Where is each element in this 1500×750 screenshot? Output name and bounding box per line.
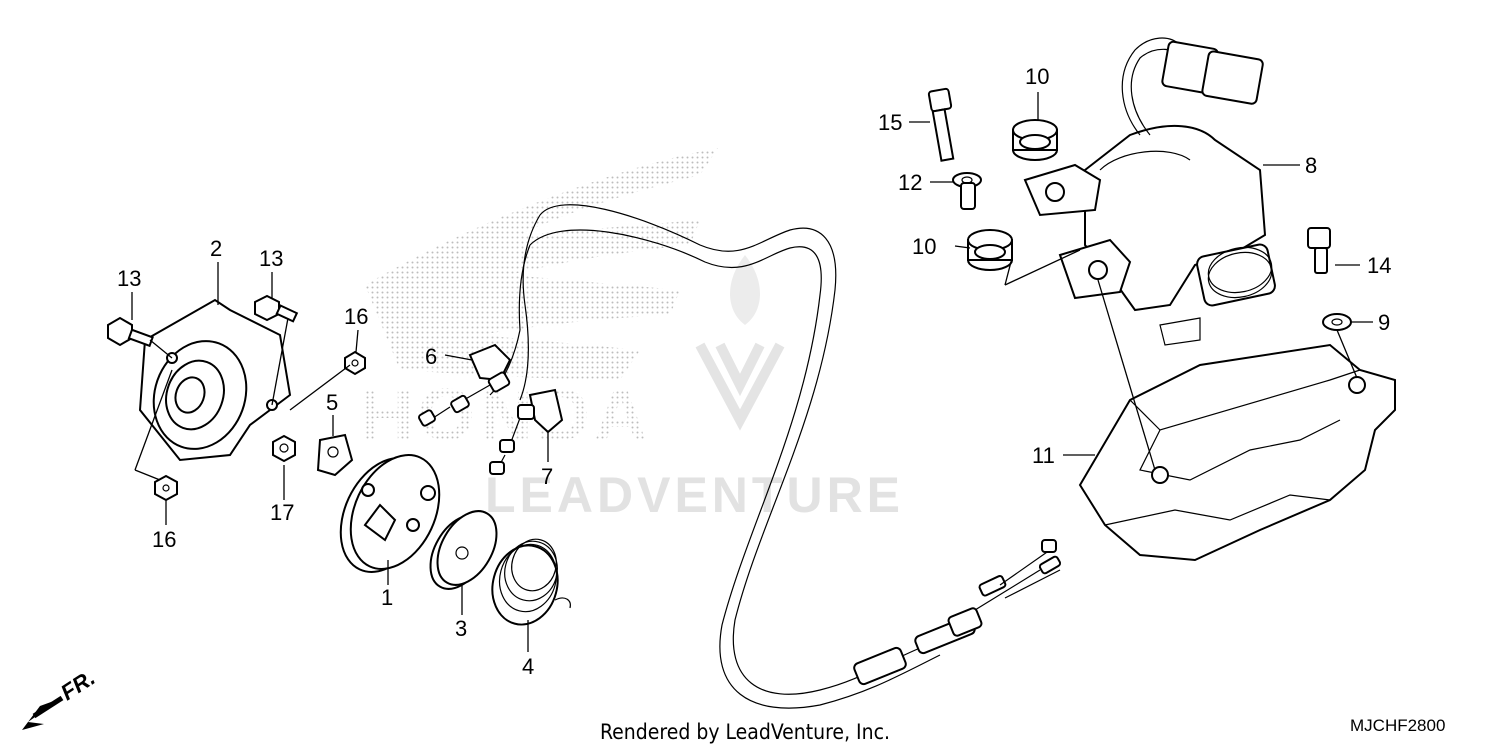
bolt-13-left — [107, 316, 154, 348]
diagram-code: MJCHF2800 — [1350, 716, 1445, 735]
callout-16-bottom: 16 — [152, 527, 176, 552]
part-7-cable-clamp — [489, 388, 564, 475]
leadventure-watermark: LEADVENTURE — [485, 255, 904, 523]
leader-lines — [131, 92, 1373, 652]
part-1-pulley — [339, 454, 441, 573]
callout-1: 1 — [381, 585, 393, 610]
callout-15: 15 — [878, 110, 902, 135]
front-indicator: FR. — [22, 665, 99, 730]
callout-12: 12 — [898, 170, 922, 195]
callout-7: 7 — [541, 464, 553, 489]
part-8-actuator — [1023, 37, 1276, 346]
part-3-disc — [429, 510, 498, 590]
nut-16-bottom — [154, 474, 178, 502]
throttle-cable — [489, 204, 1062, 709]
callout-17: 17 — [270, 500, 294, 525]
callout-13-left: 13 — [117, 266, 141, 291]
callout-8: 8 — [1305, 153, 1317, 178]
nut-17 — [272, 434, 296, 463]
bolt-13-right — [254, 294, 299, 323]
part-4-spring — [491, 538, 571, 626]
callout-3: 3 — [455, 616, 467, 641]
callout-9: 9 — [1378, 310, 1390, 335]
callout-16-top: 16 — [344, 304, 368, 329]
callout-13-right: 13 — [259, 246, 283, 271]
callout-6: 6 — [425, 344, 437, 369]
rendered-by-credit: Rendered by LeadVenture, Inc. — [600, 720, 890, 744]
part-5-bracket — [316, 433, 354, 477]
callout-2: 2 — [210, 236, 222, 261]
leadventure-watermark-text: LEADVENTURE — [485, 467, 904, 523]
part-10-grommet-top — [1012, 119, 1058, 161]
callout-5: 5 — [326, 390, 338, 415]
nut-16-top — [344, 350, 366, 376]
callout-4: 4 — [522, 654, 534, 679]
part-15-bolt — [927, 87, 955, 162]
callout-10-bottom: 10 — [912, 234, 936, 259]
part-6-cable-clamp — [418, 343, 512, 427]
callout-14: 14 — [1367, 253, 1391, 278]
part-2-mounting-plate — [138, 298, 292, 462]
part-11-cover — [1078, 343, 1396, 562]
part-10-grommet-bottom — [967, 229, 1013, 271]
callout-labels: 1 2 3 4 5 6 7 8 9 10 10 11 12 13 13 14 1… — [117, 64, 1391, 679]
part-12-collar — [952, 172, 982, 210]
part-9-washer — [1322, 313, 1352, 331]
part-14-bolt — [1307, 227, 1331, 274]
callout-10-top: 10 — [1025, 64, 1049, 89]
callout-11: 11 — [1032, 443, 1055, 468]
